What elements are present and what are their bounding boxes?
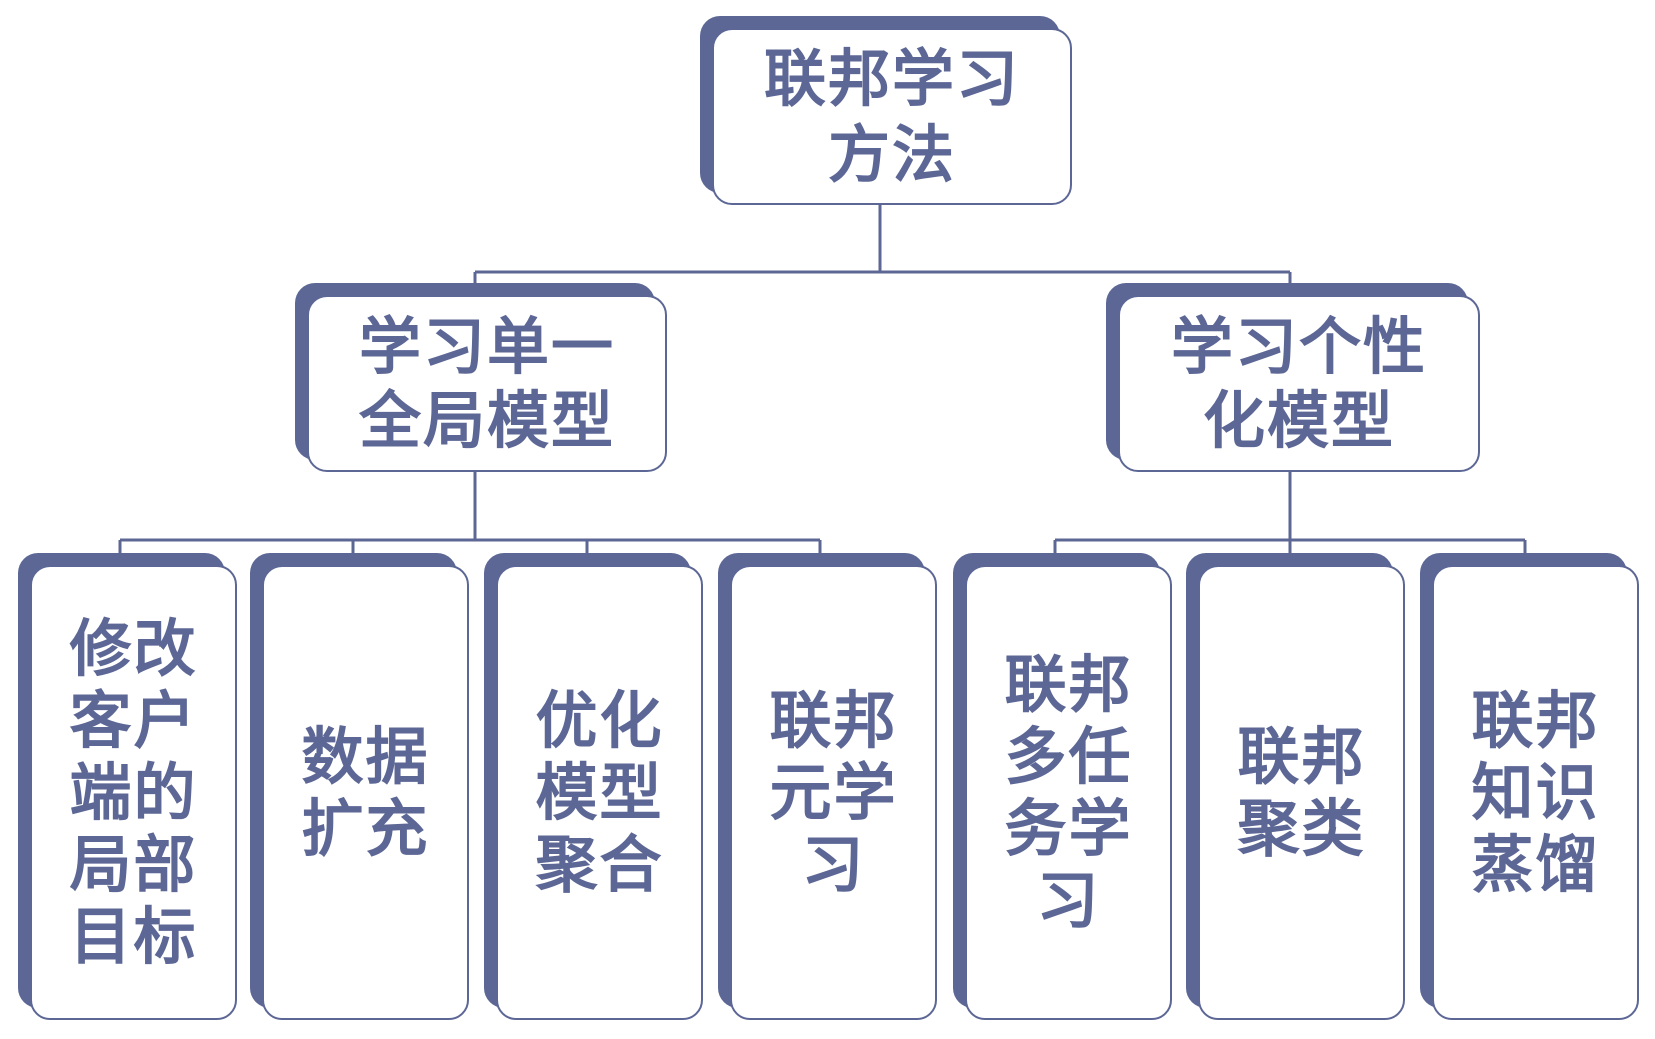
leaf-node-meta-learning: 联邦元学习 <box>718 553 937 1020</box>
leaf-label: 优化模型聚合 <box>535 683 664 901</box>
leaf-node-knowledge-distillation: 联邦知识蒸馏 <box>1420 553 1639 1020</box>
leaf-label: 联邦元学习 <box>769 683 898 901</box>
root-label: 联邦学习方法 <box>763 41 1020 191</box>
leaf-node-clustering: 联邦聚类 <box>1186 553 1405 1020</box>
branch-label: 学习单一全局模型 <box>358 309 615 457</box>
branch-node-global-model: 学习单一全局模型 <box>295 283 667 472</box>
leaf-label: 数据扩充 <box>301 719 430 865</box>
branch-label: 学习个性化模型 <box>1170 309 1427 457</box>
leaf-label: 联邦知识蒸馏 <box>1471 683 1600 901</box>
root-node: 联邦学习方法 <box>700 16 1072 205</box>
leaf-node-data-augmentation: 数据扩充 <box>250 553 469 1020</box>
branch-node-personalized-model: 学习个性化模型 <box>1106 283 1480 472</box>
leaf-node-model-aggregation: 优化模型聚合 <box>484 553 703 1020</box>
leaf-node-local-objective: 修改客户端的局部目标 <box>18 553 237 1020</box>
leaf-node-multitask-learning: 联邦多任务学习 <box>953 553 1172 1020</box>
leaf-label: 修改客户端的局部目标 <box>69 611 198 973</box>
leaf-label: 联邦多任务学习 <box>1004 647 1133 937</box>
leaf-label: 联邦聚类 <box>1237 719 1366 865</box>
